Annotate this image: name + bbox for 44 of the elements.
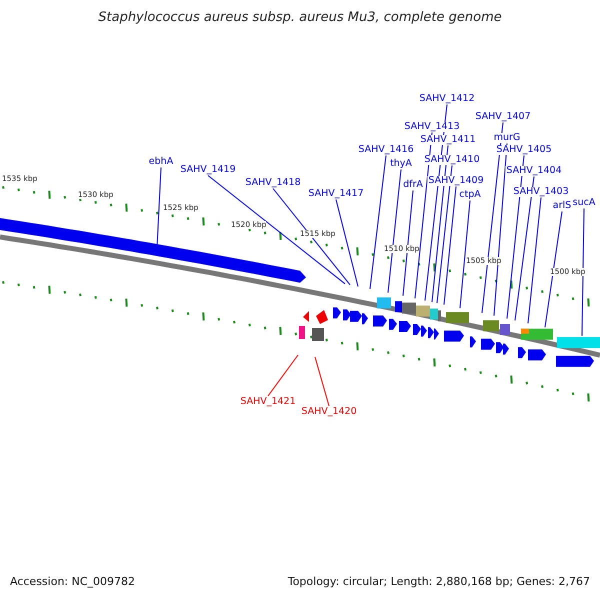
- gene-label: SAHV_1411: [419, 135, 477, 144]
- gene-label: sucA: [572, 198, 596, 208]
- gene-label: SAHV_1413: [403, 122, 461, 132]
- leader-line: [528, 197, 542, 324]
- gene-label: SAHV_1420: [300, 407, 358, 416]
- leader-line: [414, 132, 432, 299]
- leader-line: [494, 143, 508, 316]
- leader-line: [544, 211, 562, 328]
- gene-label: SAHV_1412: [418, 94, 476, 104]
- leader-line: [432, 145, 448, 303]
- leader-line: [514, 176, 534, 321]
- leader-line: [208, 175, 346, 284]
- gene-label: murG: [492, 133, 522, 142]
- gene-label: SAHV_1419: [179, 165, 237, 174]
- accession-text: Accession: NC_009782: [10, 576, 136, 587]
- leader-line: [444, 186, 456, 306]
- leader-line: [436, 165, 452, 304]
- leader-line: [402, 190, 414, 296]
- gene-label: thyA: [389, 159, 413, 168]
- gene-label: SAHV_1417: [307, 189, 365, 198]
- gene-label: SAHV_1404: [505, 166, 563, 176]
- gene-label: arlS: [552, 201, 572, 210]
- leader-line: [388, 169, 402, 294]
- leader-line: [268, 354, 298, 396]
- gene-label: ebhA: [148, 157, 174, 166]
- gene-label: SAHV_1416: [357, 145, 415, 154]
- gene-label: SAHV_1410: [423, 155, 481, 164]
- gene-label: ctpA: [458, 190, 482, 200]
- leader-line: [314, 356, 330, 406]
- genome-info-text: Topology: circular; Length: 2,880,168 bp; Genes: 2,767: [288, 576, 590, 587]
- leader-line: [272, 188, 350, 286]
- leader-line: [460, 200, 470, 309]
- gene-label: SAHV_1421: [239, 397, 297, 406]
- leader-line: [582, 208, 584, 336]
- leader-line: [506, 155, 524, 320]
- gene-label: SAHV_1407: [474, 112, 532, 122]
- gene-label: SAHV_1405: [495, 145, 553, 154]
- leader-line: [370, 155, 386, 290]
- gene-label: SAHV_1409: [427, 176, 485, 186]
- title: Staphylococcus aureus subsp. aureus Mu3, complete genome: [97, 11, 503, 24]
- gene-label: SAHV_1418: [244, 178, 302, 188]
- gene-label: SAHV_1403: [512, 187, 570, 196]
- gene-label: dfrA: [402, 180, 424, 190]
- leader-line: [336, 199, 358, 287]
